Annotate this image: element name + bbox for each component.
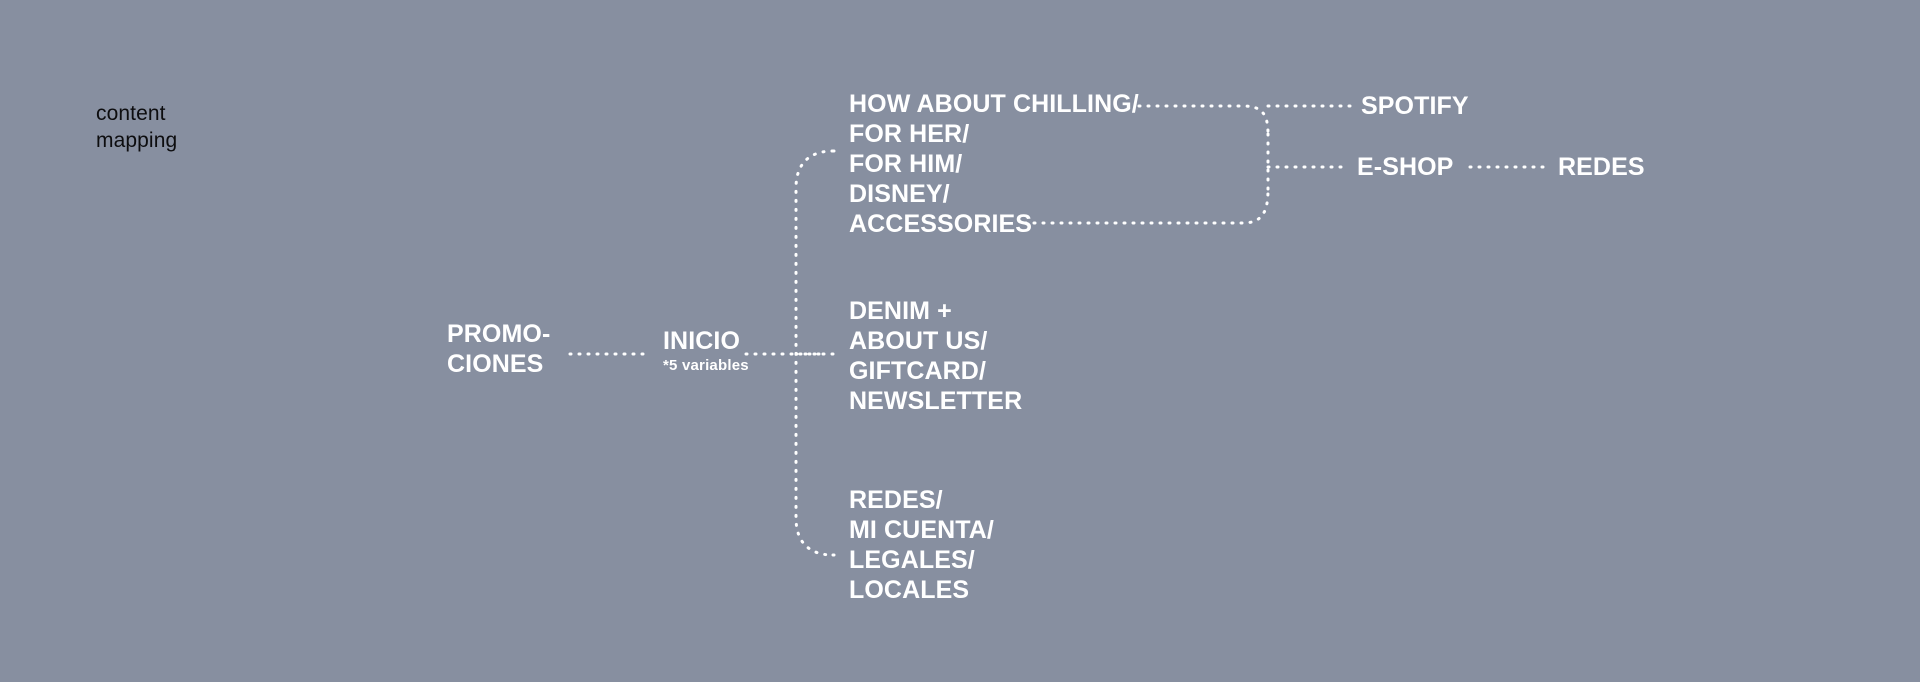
node-promociones[interactable]: PROMO- CIONES xyxy=(447,320,551,378)
node-eshop[interactable]: E-SHOP xyxy=(1357,153,1454,181)
node-inicio[interactable]: INICIO *5 variables xyxy=(663,326,749,375)
node-redes[interactable]: REDES xyxy=(1558,153,1645,181)
node-group-brand[interactable]: DENIM + ABOUT US/ GIFTCARD/ NEWSLETTER xyxy=(849,297,1023,415)
node-inicio-note: *5 variables xyxy=(663,357,749,374)
branch-bracket xyxy=(794,149,835,557)
node-group-footer[interactable]: REDES/ MI CUENTA/ LEGALES/ LOCALES xyxy=(849,486,994,604)
node-inicio-label: INICIO xyxy=(663,327,740,355)
node-spotify[interactable]: SPOTIFY xyxy=(1361,92,1469,120)
page-title: content mapping xyxy=(96,102,178,152)
node-group-shop[interactable]: HOW ABOUT CHILLING/ FOR HER/ FOR HIM/ DI… xyxy=(849,90,1139,238)
connector-chilling-to-right-bracket xyxy=(1137,104,1270,136)
